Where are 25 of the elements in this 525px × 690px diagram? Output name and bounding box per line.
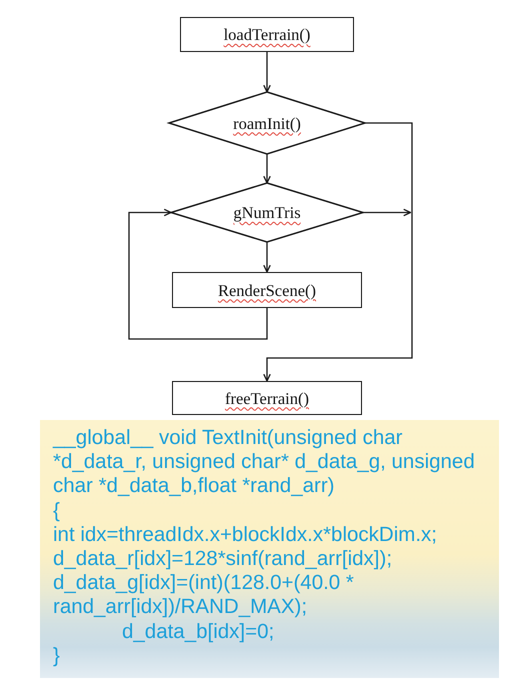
step-label: gNumTris	[233, 203, 301, 222]
connector-line	[365, 122, 413, 212]
step-label: freeTerrain()	[224, 388, 310, 408]
step-label: loadTerrain()	[224, 25, 310, 44]
flow-arrow	[263, 212, 413, 382]
flow-arrow	[263, 154, 271, 184]
code-line: {	[53, 498, 60, 523]
step-label: roamInit()	[233, 114, 301, 132]
flow-arrow	[128, 208, 268, 340]
process-box	[180, 17, 354, 52]
code-line: __global__ void TextInit(unsigned char *d_data_r, unsigned char* d_data_g, unsigned char *d_data_b,float *rand_arr)	[53, 426, 476, 499]
flow-arrow	[263, 242, 271, 273]
flow-arrow	[363, 208, 412, 216]
code-line: d_data_r[idx]=128*sinf(rand_arr[idx]);	[53, 547, 392, 572]
process-box	[172, 272, 362, 308]
decision-diamond	[171, 183, 363, 242]
code-line: int idx=threadIdx.x+blockIdx.x*blockDim.x;	[53, 522, 437, 548]
code-panel	[40, 420, 499, 678]
step-label: RenderScene()	[218, 280, 316, 300]
decision-diamond	[169, 92, 365, 154]
flow-arrow	[263, 52, 271, 93]
code-line: d_data_g[idx]=(int)(128.0+(40.0 * rand_arr[idx])/RAND_MAX);	[53, 571, 355, 620]
process-box	[172, 381, 362, 415]
code-line: d_data_b[idx]=0;	[122, 620, 274, 644]
code-line: }	[53, 644, 60, 668]
